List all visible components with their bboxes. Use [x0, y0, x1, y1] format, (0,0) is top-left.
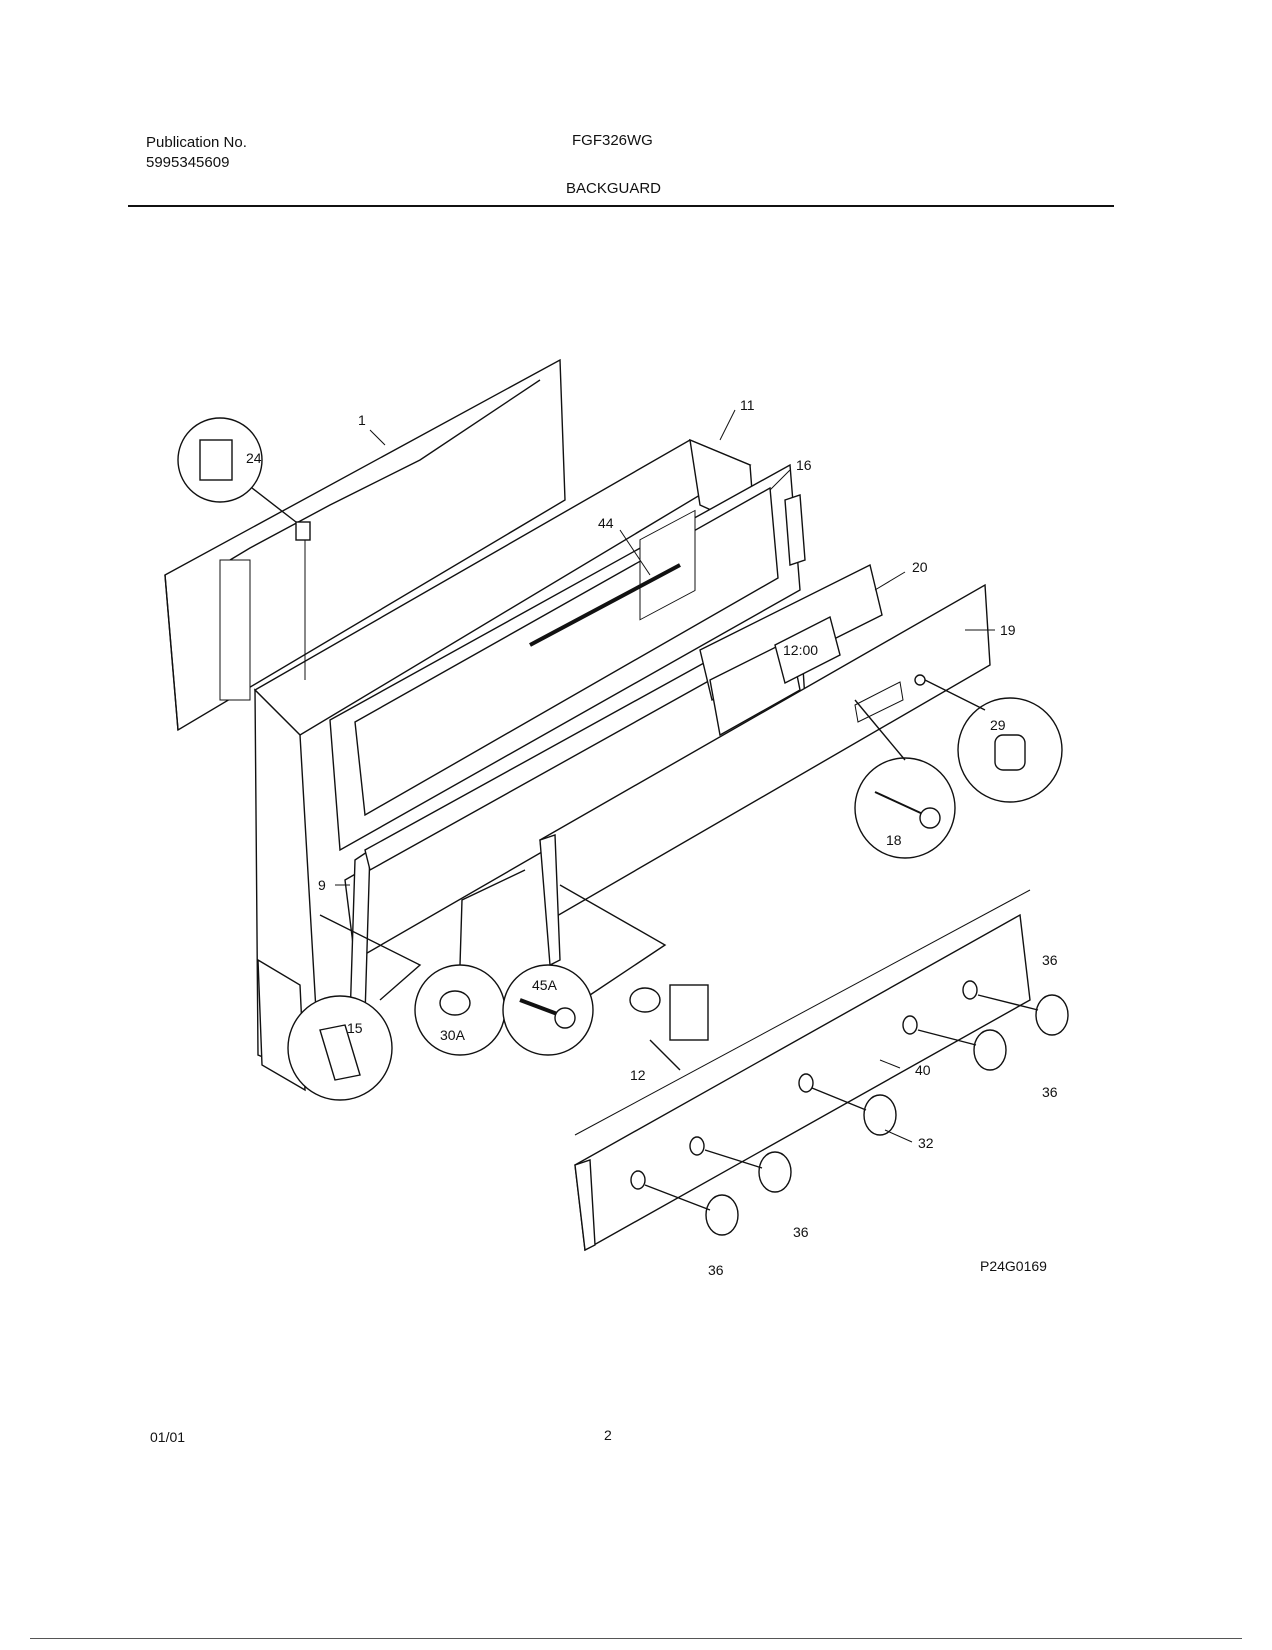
header-rule — [128, 205, 1114, 207]
detail-circle-24 — [177, 417, 297, 523]
drawing-number: P24G0169 — [980, 1258, 1047, 1274]
callout-12: 12 — [630, 1067, 646, 1083]
callout-36-b: 36 — [1042, 1084, 1058, 1100]
detail-circle-18 — [854, 699, 956, 859]
thermostat — [629, 984, 709, 1071]
callout-24: 24 — [246, 450, 262, 466]
model-number: FGF326WG — [572, 132, 653, 149]
callout-16: 16 — [796, 457, 812, 473]
clock-control-board — [699, 563, 883, 737]
rear-panel — [164, 358, 566, 732]
publication-label: Publication No. — [146, 134, 247, 151]
callout-11: 11 — [740, 397, 755, 413]
knob-group — [644, 994, 1069, 1236]
callout-36-c: 36 — [793, 1224, 809, 1240]
footer-date: 01/01 — [150, 1429, 186, 1445]
callout-40: 40 — [915, 1062, 931, 1078]
footer-page: 2 — [604, 1427, 612, 1443]
callout-18: 18 — [886, 832, 902, 848]
knob-a — [644, 1184, 739, 1236]
callout-30a: 30A — [440, 1027, 466, 1043]
switch-small — [295, 521, 311, 680]
display-readout: 12:00 — [783, 642, 818, 658]
leader-lines — [335, 409, 995, 1143]
display-frame — [329, 463, 806, 852]
detail-circle-45a — [502, 884, 667, 1056]
detail-circle-15 — [287, 914, 422, 1101]
callout-9: 9 — [318, 877, 326, 893]
callout-20: 20 — [912, 559, 928, 575]
callout-15: 15 — [347, 1020, 363, 1036]
callout-36-a: 36 — [1042, 952, 1058, 968]
callout-44: 44 — [598, 515, 614, 531]
knob-e — [977, 994, 1069, 1036]
callout-29: 29 — [990, 717, 1006, 733]
knob-b — [704, 1149, 792, 1193]
callout-19: 19 — [1000, 622, 1016, 638]
knob-d — [917, 1029, 1007, 1071]
callout-45a: 45A — [532, 977, 558, 993]
callout-labels: 1 24 11 16 44 20 19 29 18 9 15 30A 45A 1… — [246, 397, 1058, 1278]
publication-number: 5995345609 — [146, 154, 230, 171]
backguard-shell — [253, 438, 756, 1092]
callout-32: 32 — [918, 1135, 934, 1151]
knob-c — [811, 1087, 897, 1136]
section-title: BACKGUARD — [566, 180, 662, 197]
footer-rule — [30, 1638, 1242, 1639]
control-bar — [574, 889, 1031, 1252]
callout-36-d: 36 — [708, 1262, 724, 1278]
control-overlay — [539, 583, 991, 967]
detail-circle-29 — [924, 679, 1063, 803]
callout-1: 1 — [358, 412, 366, 428]
